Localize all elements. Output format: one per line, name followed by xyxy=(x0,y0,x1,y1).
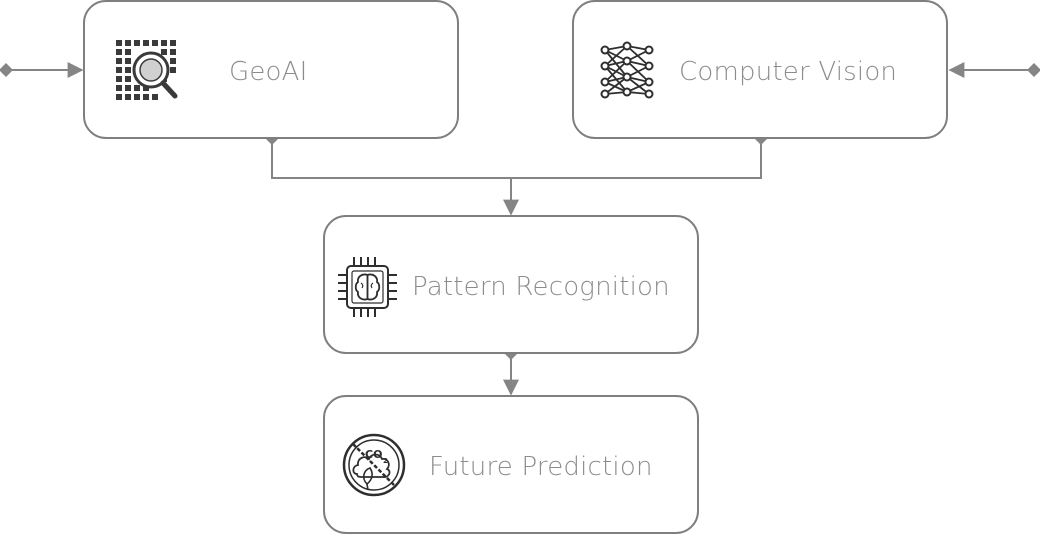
svg-text:CO: CO xyxy=(365,448,382,461)
merge-connector-computer-vision xyxy=(511,131,768,179)
node-geoai-label: GeoAI xyxy=(229,57,308,87)
map-grid-search-icon xyxy=(116,40,178,100)
node-pattern-recognition[interactable]: Pattern Recognition xyxy=(323,215,699,354)
node-future-prediction-box xyxy=(323,395,699,534)
node-computer-vision-label: Computer Vision xyxy=(679,57,897,87)
no-co2-cloud-leaf-icon: CO 2 xyxy=(342,433,406,497)
neural-network-icon xyxy=(600,41,654,99)
ai-chip-brain-icon xyxy=(338,257,397,317)
node-geoai[interactable]: GeoAI xyxy=(83,0,459,139)
node-computer-vision[interactable]: Computer Vision xyxy=(572,0,948,139)
node-future-prediction[interactable]: CO 2 Future Prediction xyxy=(323,395,699,534)
node-pattern-recognition-label: Pattern Recognition xyxy=(412,272,670,302)
node-computer-vision-box xyxy=(572,0,948,139)
node-geoai-box xyxy=(83,0,459,139)
svg-text:2: 2 xyxy=(383,457,388,465)
node-future-prediction-label: Future Prediction xyxy=(429,452,653,482)
merge-connector-geoai xyxy=(265,131,511,179)
connectors xyxy=(0,62,1040,396)
node-pattern-recognition-box xyxy=(323,215,699,354)
